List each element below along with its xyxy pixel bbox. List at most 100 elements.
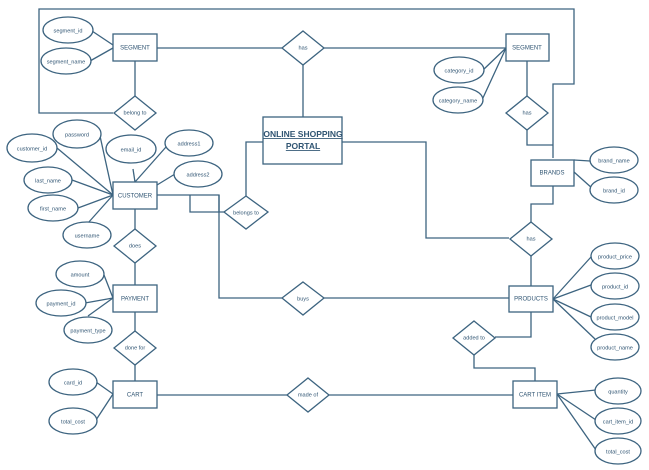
relationship-label: added to [463,335,485,341]
attr-line-address1 [134,146,167,183]
attr-line-product_price [552,256,592,300]
attribute-label: password [65,132,89,138]
entity-label: SEGMENT [120,46,150,52]
attr-line-category_name [481,47,507,101]
attribute-label: quantity [608,389,628,395]
attribute-category_id: category_id [433,56,485,84]
attr-line-email_id [132,168,136,183]
attribute-label: total_cost [606,449,630,455]
attr-line-segment_name [89,47,114,62]
attr-line-username [87,194,114,224]
attribute-label: address1 [177,141,200,147]
relationship-label: belongs to [233,210,259,216]
attribute-cart_item_id: cart_item_id [594,407,642,435]
relationship-label: belong to [123,110,146,116]
connector-customer-buys [218,195,282,299]
attribute-label: product_model [596,315,633,321]
entity-brands: BRANDS [530,159,575,187]
entity-customer: CUSTOMER [112,181,158,210]
attribute-label: total_cost [61,419,85,425]
attribute-first_name: first_name [27,194,79,222]
attr-line-password [99,135,114,196]
attribute-label: brand_name [598,158,629,164]
attribute-label: product_price [598,254,632,260]
attribute-product_id: product_id [590,272,640,300]
relationship-label: buys [297,296,309,302]
entity-label: PAYMENT [121,297,149,303]
attr-line-card_id [95,381,114,395]
entity-segment1: SEGMENT [112,33,158,62]
entity-segment2: SEGMENT [505,33,550,62]
entity-label: CUSTOMER [118,194,153,200]
relationship-buys: buys [280,281,326,316]
attribute-total_cost-cart: total_cost [48,407,98,435]
attr-line-segment_id [91,30,114,46]
portal-title-box: ONLINE SHOPPING PORTAL [262,116,343,165]
attr-line-total_cost_cart [95,393,114,421]
attribute-amount: amount [55,260,105,288]
attribute-payment_id: payment_id [35,289,87,317]
connector-outer-loop [38,8,575,158]
attr-line-product_name [552,298,596,340]
entity-payment: PAYMENT [112,284,158,313]
connector-has-brands [526,130,553,146]
attr-line-address2 [156,173,176,186]
relationship-label: does [129,243,141,249]
entity-label: BRANDS [539,171,564,177]
relationship-label: has [526,236,535,242]
attr-line-customer_id [56,147,114,196]
attribute-label: amount [71,272,90,278]
relationship-added-to: added to [451,320,497,356]
portal-title-line-1: ONLINE SHOPPING [263,129,343,139]
attr-line-cart_item_id [556,393,597,421]
attribute-password: password [52,119,102,149]
attribute-payment_type: payment_type [63,316,113,344]
portal-title-line-2: PORTAL [286,141,320,151]
attribute-customer_id: customer_id [6,133,58,163]
attribute-label: payment_id [47,301,76,307]
attribute-address1: address1 [164,129,214,157]
attribute-label: address2 [186,172,209,178]
entity-label: CART ITEM [519,393,551,399]
relationship-has-top: has [280,30,326,66]
entity-label: CART [127,393,144,399]
attribute-label: segment_name [47,59,86,65]
relationship-made-of: made of [285,377,331,413]
attr-line-last_name [71,179,114,196]
connector-products-addedto [495,312,532,338]
attribute-address2: address2 [173,160,223,188]
attribute-label: category_name [439,98,478,104]
attribute-label: category_id [445,68,474,74]
attribute-product_name: product_name [590,333,640,361]
attribute-email_id: email_id [105,134,157,164]
attribute-brand_name: brand_name [589,146,639,174]
attr-line-product_model [552,298,592,318]
attr-line-brand_name [573,159,591,162]
connector-customer-belongsto-box [189,195,219,213]
attribute-total_cost-item: total_cost [594,437,642,465]
attribute-product_price: product_price [590,242,640,270]
attr-line-product_id [552,284,592,300]
attr-line-payment_type [87,297,114,317]
attribute-label: card_id [64,380,82,386]
attribute-label: segment_id [54,28,83,34]
attr-line-category_id [482,47,507,71]
entity-label: SEGMENT [512,46,542,52]
attribute-brand_id: brand_id [589,176,639,204]
attr-line-first_name [77,194,114,209]
attribute-category_name: category_name [432,86,484,114]
attribute-label: brand_id [603,188,625,194]
attr-line-total_cost_item [556,393,597,451]
attribute-last_name: last_name [23,166,73,194]
attribute-segment_id: segment_id [42,16,94,44]
attribute-label: first_name [40,206,66,212]
attribute-label: payment_type [70,328,105,334]
relationship-belongs-to: belongs to [222,195,270,230]
attribute-segment_name: segment_name [40,47,92,75]
connector-lines [38,8,597,451]
attribute-label: username [75,233,100,239]
entity-products: PRODUCTS [508,285,554,313]
attribute-product_model: product_model [590,303,640,331]
connector-portal-has [342,141,509,239]
relationship-has-segment2: has [504,95,550,131]
